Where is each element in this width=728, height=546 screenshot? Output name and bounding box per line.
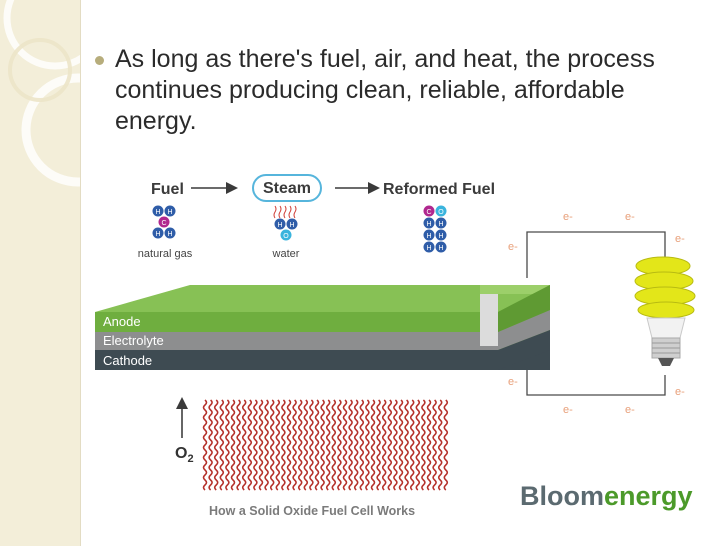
svg-text:O: O [438, 209, 444, 216]
air-wave-line [264, 399, 269, 491]
air-wave-line [269, 399, 275, 491]
electron-label: e- [625, 404, 635, 416]
diagram-caption: How a Solid Oxide Fuel Cell Works [209, 504, 415, 518]
steam-squiggles [273, 205, 297, 219]
air-wave-line [303, 399, 309, 491]
air-wave-line [437, 399, 443, 491]
air-wave-line [348, 399, 353, 491]
electron-label: e- [508, 241, 518, 253]
svg-text:H: H [289, 222, 294, 229]
svg-text:H: H [167, 209, 172, 216]
svg-text:H: H [438, 245, 443, 252]
air-wave-line [381, 399, 387, 491]
bullet-icon [95, 56, 104, 65]
air-wave-line [359, 399, 365, 491]
air-wave-line [202, 399, 208, 491]
electron-label: e- [508, 376, 518, 388]
methane-molecule: H H C H H [152, 205, 176, 239]
air-wave-line [398, 399, 404, 491]
air-wave-line [426, 399, 432, 491]
svg-text:H: H [426, 245, 431, 252]
air-wave-line [342, 399, 348, 491]
air-wave-line [325, 399, 331, 491]
fuel-label: Fuel [151, 181, 184, 198]
air-wave-line [415, 399, 421, 491]
air-wave-line [225, 399, 230, 491]
air-wave-line [230, 399, 236, 491]
fuel-cell-stack [95, 285, 550, 370]
air-wave-line [409, 399, 415, 491]
air-wave-line [208, 399, 213, 491]
water-label: water [272, 248, 300, 260]
air-wave-line [247, 399, 253, 491]
natural-gas-label: natural gas [138, 248, 193, 260]
water-molecule: H H O [274, 218, 298, 241]
anode-label: Anode [103, 314, 141, 329]
electron-label: e- [675, 233, 685, 245]
svg-text:H: H [167, 231, 172, 238]
air-wave-line [258, 399, 264, 491]
svg-text:C: C [161, 220, 166, 227]
svg-text:C: C [426, 209, 431, 216]
svg-text:H: H [438, 221, 443, 228]
air-wave-line [275, 399, 281, 491]
svg-text:H: H [277, 222, 282, 229]
air-wave-line [253, 399, 258, 491]
svg-text:H: H [426, 233, 431, 240]
air-wave-line [281, 399, 286, 491]
oxygen-label: O2 [175, 445, 194, 465]
air-wave-line [353, 399, 359, 491]
air-wave-line [292, 399, 297, 491]
air-wave-line [443, 399, 449, 491]
svg-text:H: H [426, 221, 431, 228]
air-wave-line [365, 399, 370, 491]
air-wave-line [331, 399, 337, 491]
air-wave-line [421, 399, 426, 491]
fuel-cell-diagram: Fuel Steam Reformed Fuel H H C H H natur… [95, 174, 696, 518]
air-wave-line [387, 399, 393, 491]
air-wave-line [286, 399, 292, 491]
electron-labels: e- e- e- e- e- e- e- e- [508, 211, 685, 416]
sidebar-circle-ornament [3, 0, 80, 187]
air-wave-line [320, 399, 325, 491]
electron-label: e- [625, 211, 635, 223]
decorative-sidebar [0, 0, 81, 546]
electron-label: e- [563, 404, 573, 416]
air-wave-line [370, 399, 376, 491]
air-wave-line [337, 399, 342, 491]
air-wave-line [241, 399, 247, 491]
air-wave-line [376, 399, 381, 491]
air-wave-line [432, 399, 437, 491]
reformed-fuel-molecules: C O H H H H H H [423, 205, 447, 253]
electrolyte-label: Electrolyte [103, 333, 164, 348]
steam-label: Steam [263, 180, 311, 197]
svg-text:H: H [155, 231, 160, 238]
air-wave-line [297, 399, 303, 491]
light-bulb-icon [634, 256, 696, 366]
svg-text:H: H [155, 209, 160, 216]
air-wave-line [404, 399, 409, 491]
bullet-text: As long as there's fuel, air, and heat, … [115, 45, 655, 135]
air-flow-waves [202, 399, 449, 491]
svg-text:O: O [283, 233, 289, 240]
air-wave-line [219, 399, 225, 491]
electron-label: e- [563, 211, 573, 223]
air-wave-line [314, 399, 320, 491]
bullet-point: As long as there's fuel, air, and heat, … [94, 44, 704, 137]
air-wave-line [213, 399, 219, 491]
air-wave-line [309, 399, 314, 491]
air-wave-line [236, 399, 241, 491]
bloomenergy-logo: Bloomenergy [520, 481, 693, 511]
svg-text:H: H [438, 233, 443, 240]
electron-label: e- [675, 386, 685, 398]
steam-bubble [252, 174, 322, 202]
air-wave-line [393, 399, 398, 491]
cathode-label: Cathode [103, 353, 152, 368]
reformed-fuel-label: Reformed Fuel [383, 181, 495, 198]
